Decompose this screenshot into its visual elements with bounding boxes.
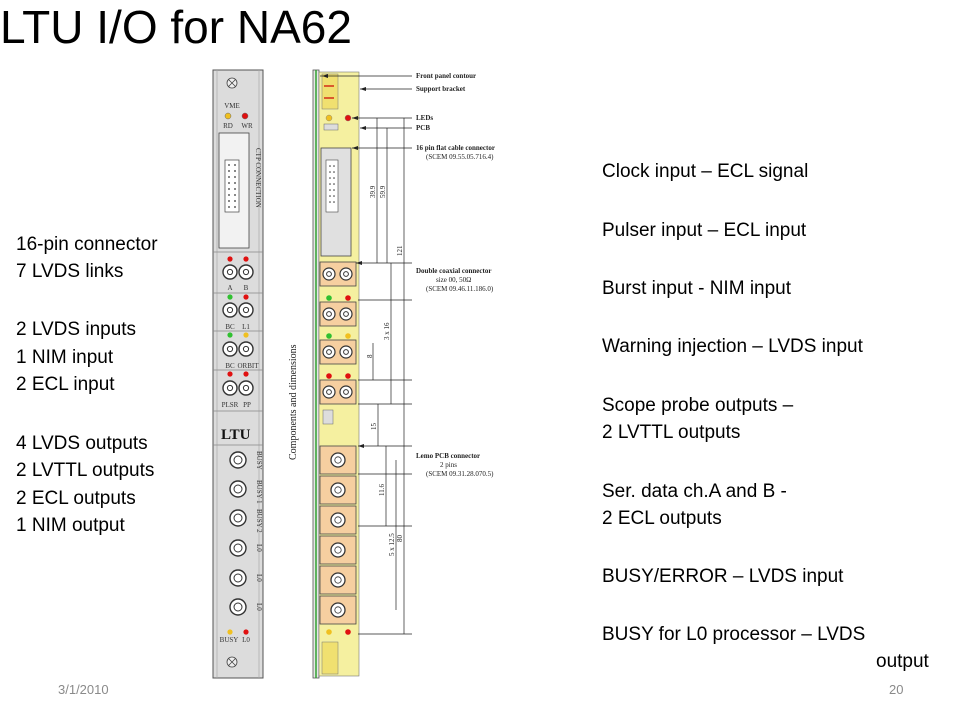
- left-line-5: 2 ECL input: [16, 374, 115, 395]
- slide-title: LTU I/O for NA62: [0, 1, 352, 53]
- coax-l1-icon: [238, 302, 254, 318]
- led-wr-label: WR: [241, 122, 253, 130]
- left-line-9: 1 NIM output: [16, 515, 125, 536]
- ann-coax-2: size 00, 50Ω: [436, 276, 471, 284]
- coax-bc2-label: BC: [225, 362, 235, 370]
- dim-59-9: 59.9: [379, 185, 387, 198]
- led-wr-icon: [241, 112, 249, 120]
- lemo-label-5: L0: [255, 574, 263, 582]
- coax-a-icon: [222, 264, 238, 280]
- right-line-2: Pulser input – ECL input: [602, 220, 807, 241]
- left-line-1: 16-pin connector: [16, 234, 158, 255]
- led-orbit-icon: [243, 332, 249, 338]
- ann-lemo-3: (SCEM 09.31.28.070.5): [426, 470, 494, 478]
- side-lemo-connectors: [319, 445, 357, 625]
- led-plsr-icon: [227, 371, 233, 377]
- ann-support-bracket: Support bracket: [416, 85, 466, 93]
- side-led-yellow-icon: [325, 114, 333, 122]
- lemo-label-6: L0: [255, 603, 263, 611]
- dim-11-6: 11.6: [378, 484, 386, 496]
- led-busy-icon: [227, 629, 233, 635]
- coax-pp-label: PP: [243, 401, 251, 409]
- coax-orbit-icon: [238, 341, 254, 357]
- right-line-1: Clock input – ECL signal: [602, 161, 809, 182]
- footer-date: 3/1/2010: [58, 682, 109, 697]
- right-line-3: Burst input - NIM input: [602, 278, 792, 299]
- coax-bc-label: BC: [225, 323, 235, 331]
- dim-8: 8: [366, 354, 374, 358]
- right-line-5: Scope probe outputs –: [602, 395, 794, 416]
- lemo-label-4: L0: [255, 544, 263, 552]
- dim-39-9: 39.9: [369, 185, 377, 198]
- side-coax-4: [319, 379, 357, 405]
- coax-b-icon: [238, 264, 254, 280]
- led-l1-icon: [243, 294, 249, 300]
- top-screw-icon: [226, 77, 238, 89]
- side-led-red-icon: [344, 114, 352, 122]
- coax-pp-icon: [238, 380, 254, 396]
- footer-page-number: 20: [889, 682, 904, 697]
- ann-front-panel-contour: Front panel contour: [416, 72, 476, 80]
- dim-121: 121: [396, 245, 404, 256]
- side-coax-2: [319, 301, 357, 327]
- left-line-7: 2 LVTTL outputs: [16, 460, 155, 481]
- led-b-icon: [243, 256, 249, 262]
- ann-flat-cable-1: 16 pin flat cable connector: [416, 144, 495, 152]
- right-line-7: Ser. data ch.A and B -: [602, 481, 787, 502]
- left-line-2: 7 LVDS links: [16, 261, 124, 282]
- coax-b-label: B: [244, 284, 249, 292]
- coax-bc-icon: [222, 302, 238, 318]
- coax-plsr-label: PLSR: [222, 401, 239, 409]
- led-busy-label: BUSY: [220, 636, 239, 644]
- left-line-4: 1 NIM input: [16, 347, 114, 368]
- ann-leds: LEDs: [416, 114, 433, 122]
- coax-a-label: A: [227, 284, 232, 292]
- dim-80: 80: [396, 535, 404, 543]
- left-line-6: 4 LVDS outputs: [16, 433, 148, 454]
- ann-lemo-2: 2 pins: [440, 461, 457, 469]
- ann-pcb: PCB: [416, 124, 430, 132]
- coax-plsr-icon: [222, 380, 238, 396]
- lemo-label-3: BUSY 2: [255, 509, 263, 533]
- led-bc-icon: [227, 294, 233, 300]
- ctp-connector-icon: [218, 132, 250, 249]
- led-bc2-icon: [227, 332, 233, 338]
- left-line-8: 2 ECL outputs: [16, 488, 136, 509]
- dim-5x12-5: 5 x 12.5: [388, 533, 396, 556]
- vme-label: VME: [224, 102, 240, 110]
- module-name-label: LTU: [221, 427, 251, 443]
- right-line-10: BUSY for L0 processor – LVDS: [602, 624, 866, 645]
- led-rd-icon: [224, 112, 232, 120]
- ann-coax-3: (SCEM 09.46.11.186.0): [426, 285, 494, 293]
- bottom-screw-icon: [226, 656, 238, 668]
- ctp-connection-label: CTP CONNECTION: [254, 148, 262, 208]
- right-line-11: output: [876, 651, 929, 672]
- coax-bc2-icon: [222, 341, 238, 357]
- led-pp-icon: [243, 371, 249, 377]
- coax-l1-label: L1: [242, 323, 250, 331]
- dim-3x16: 3 x 16: [383, 322, 391, 340]
- right-line-4: Warning injection – LVDS input: [602, 336, 863, 357]
- led-l0-label: L0: [242, 636, 250, 644]
- led-a-icon: [227, 256, 233, 262]
- lemo-label-2: BUSY 1: [255, 480, 263, 504]
- right-line-9: BUSY/ERROR – LVDS input: [602, 566, 844, 587]
- ann-lemo-1: Lemo PCB connector: [416, 452, 480, 460]
- lemo-label-1: BUSY: [255, 451, 263, 470]
- components-dimensions-label: Components and dimensions: [288, 344, 299, 460]
- led-l0-icon: [243, 629, 249, 635]
- right-line-6: 2 LVTTL outputs: [602, 422, 741, 443]
- ann-flat-cable-2: (SCEM 09.55.05.716.4): [426, 153, 494, 161]
- side-coax-1: [319, 261, 357, 287]
- side-coax-3: [319, 339, 357, 365]
- dim-15: 15: [370, 423, 378, 431]
- led-rd-label: RD: [223, 122, 233, 130]
- ann-coax-1: Double coaxial connector: [416, 267, 491, 275]
- coax-orbit-label: ORBIT: [238, 362, 260, 370]
- left-line-3: 2 LVDS inputs: [16, 319, 137, 340]
- right-line-8: 2 ECL outputs: [602, 508, 722, 529]
